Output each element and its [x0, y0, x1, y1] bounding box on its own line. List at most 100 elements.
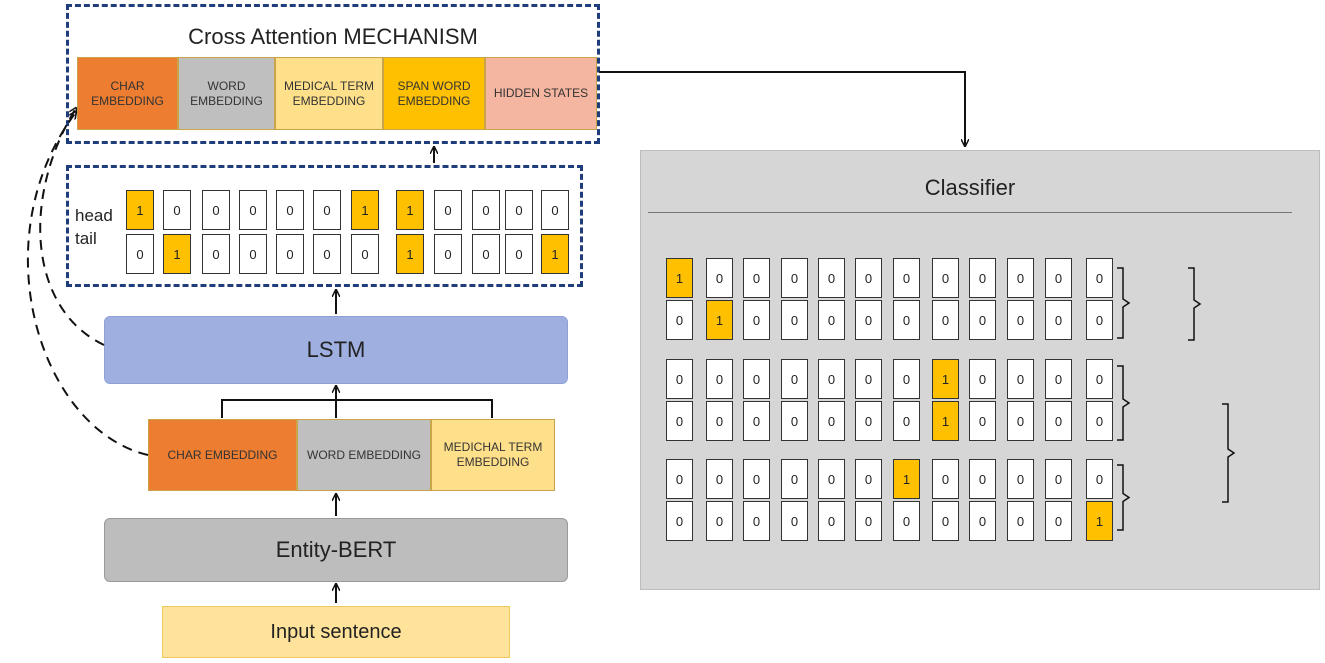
tail-label: tail — [75, 229, 97, 248]
span-head-cell: 1 — [126, 190, 154, 230]
classifier-bottom-cell: 0 — [1045, 501, 1072, 541]
classifier-top-cell: 0 — [743, 258, 770, 298]
classifier-top-cell: 1 — [666, 258, 693, 298]
classifier-top-cell: 0 — [1007, 459, 1034, 499]
classifier-top-cell: 0 — [969, 459, 996, 499]
classifier-top-cell: 0 — [1086, 359, 1113, 399]
span-tail-cell: 0 — [351, 234, 379, 274]
entity-bert-label: Entity-BERT — [275, 537, 397, 562]
classifier-top-cell: 0 — [969, 258, 996, 298]
span-tail-cell: 0 — [472, 234, 500, 274]
classifier-bottom-cell: 1 — [1086, 501, 1113, 541]
classifier-bottom-cell: 0 — [855, 401, 882, 441]
classifier-top-cell: 0 — [855, 459, 882, 499]
classifier-top-cell: 0 — [781, 459, 808, 499]
classifier-top-cell: 1 — [932, 359, 959, 399]
classifier-bottom-cell: 0 — [666, 401, 693, 441]
cross-attention-segment: SPAN WORD EMBEDDING — [383, 57, 485, 130]
classifier-bottom-cell: 0 — [969, 300, 996, 340]
classifier-bottom-cell: 0 — [932, 300, 959, 340]
input-embedding-segment: WORD EMBEDDING — [297, 419, 431, 491]
classifier-bottom-cell: 0 — [893, 300, 920, 340]
classifier-top-cell: 0 — [781, 359, 808, 399]
span-tail-cell: 0 — [202, 234, 230, 274]
span-head-cell: 0 — [202, 190, 230, 230]
classifier-bottom-cell: 0 — [855, 501, 882, 541]
classifier-bottom-cell: 0 — [969, 401, 996, 441]
classifier-bottom-cell: 0 — [893, 401, 920, 441]
classifier-top-cell: 0 — [743, 459, 770, 499]
span-tail-cell: 0 — [276, 234, 304, 274]
span-head-cell: 1 — [351, 190, 379, 230]
cross-attention-segment: CHAR EMBEDDING — [77, 57, 178, 130]
classifier-bottom-cell: 0 — [818, 401, 845, 441]
classifier-bottom-cell: 0 — [706, 501, 733, 541]
lstm-block: LSTM — [104, 316, 568, 384]
head-label: head — [75, 206, 113, 225]
classifier-bottom-cell: 1 — [706, 300, 733, 340]
classifier-bottom-cell: 0 — [781, 401, 808, 441]
classifier-top-cell: 0 — [855, 359, 882, 399]
classifier-top-cell: 0 — [932, 459, 959, 499]
classifier-bottom-cell: 0 — [1086, 401, 1113, 441]
classifier-bottom-cell: 0 — [818, 501, 845, 541]
classifier-top-cell: 0 — [818, 258, 845, 298]
classifier-bottom-cell: 0 — [1007, 501, 1034, 541]
classifier-bottom-cell: 0 — [666, 501, 693, 541]
span-head-cell: 0 — [239, 190, 267, 230]
span-tail-cell: 0 — [505, 234, 533, 274]
classifier-bottom-cell: 0 — [743, 401, 770, 441]
classifier-bottom-cell: 0 — [666, 300, 693, 340]
classifier-top-cell: 0 — [818, 359, 845, 399]
classifier-top-cell: 0 — [893, 359, 920, 399]
lstm-label: LSTM — [306, 337, 366, 362]
cross-attention-frame — [66, 4, 600, 144]
classifier-bottom-cell: 0 — [706, 401, 733, 441]
classifier-top-cell: 0 — [1045, 359, 1072, 399]
classifier-top-cell: 0 — [1007, 258, 1034, 298]
span-tail-cell: 0 — [126, 234, 154, 274]
span-head-cell: 0 — [276, 190, 304, 230]
cross-attention-title: Cross Attention MECHANISM — [188, 24, 478, 49]
classifier-title: Classifier — [924, 175, 1016, 200]
span-tail-cell: 0 — [313, 234, 341, 274]
classifier-bottom-cell: 0 — [1045, 300, 1072, 340]
classifier-bottom-cell: 0 — [932, 501, 959, 541]
classifier-bottom-cell: 0 — [781, 300, 808, 340]
classifier-bottom-cell: 0 — [781, 501, 808, 541]
classifier-bottom-cell: 0 — [1007, 300, 1034, 340]
span-head-cell: 0 — [505, 190, 533, 230]
classifier-bottom-cell: 0 — [969, 501, 996, 541]
span-head-cell: 0 — [434, 190, 462, 230]
span-head-cell: 0 — [472, 190, 500, 230]
input-sentence-label: Input sentence — [270, 620, 402, 643]
span-tail-cell: 1 — [163, 234, 191, 274]
span-tail-cell: 0 — [434, 234, 462, 274]
input-embedding-segment: MEDICHAL TERM EMBEDDING — [431, 419, 555, 491]
input-embedding-segment: CHAR EMBEDDING — [148, 419, 297, 491]
classifier-bottom-cell: 1 — [932, 401, 959, 441]
arrow-attention-to-classifier — [599, 71, 965, 146]
classifier-top-cell: 0 — [1086, 459, 1113, 499]
classifier-top-cell: 1 — [893, 459, 920, 499]
classifier-top-cell: 0 — [1045, 459, 1072, 499]
input-sentence-block: Input sentence — [162, 606, 510, 658]
classifier-top-cell: 0 — [706, 359, 733, 399]
classifier-top-cell: 0 — [781, 258, 808, 298]
classifier-bottom-cell: 0 — [1086, 300, 1113, 340]
classifier-bottom-cell: 0 — [1045, 401, 1072, 441]
classifier-top-cell: 0 — [666, 359, 693, 399]
cross-attention-segment: HIDDEN STATES — [485, 57, 597, 130]
classifier-top-cell: 0 — [666, 459, 693, 499]
span-tail-cell: 1 — [396, 234, 424, 274]
classifier-top-cell: 0 — [969, 359, 996, 399]
classifier-bottom-cell: 0 — [743, 501, 770, 541]
classifier-bottom-cell: 0 — [1007, 401, 1034, 441]
cross-attention-segment: MEDICAL TERM EMBEDDING — [275, 57, 383, 130]
classifier-top-cell: 0 — [932, 258, 959, 298]
classifier-top-cell: 0 — [893, 258, 920, 298]
classifier-top-cell: 0 — [743, 359, 770, 399]
classifier-title-rule — [648, 212, 1292, 213]
classifier-bottom-cell: 0 — [743, 300, 770, 340]
span-head-cell: 0 — [541, 190, 569, 230]
